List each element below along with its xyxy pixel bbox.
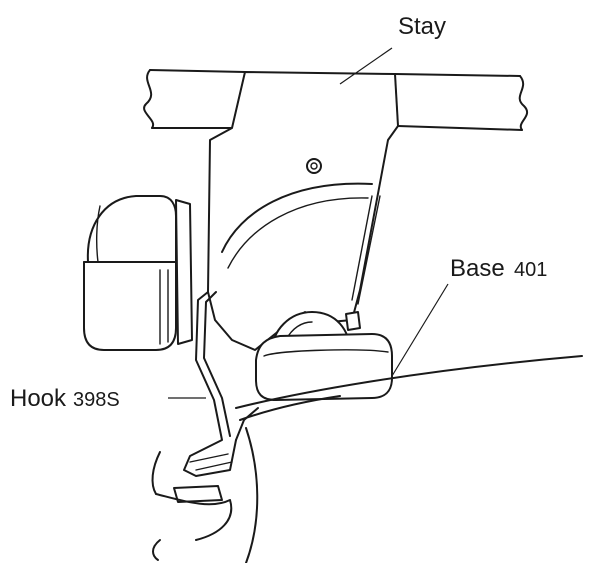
stay-bracket [207, 71, 399, 353]
screw-icon [306, 158, 322, 174]
hook-part-number: 398S [73, 389, 120, 411]
hook [183, 291, 259, 477]
base-label: Base [450, 255, 505, 282]
hook-label: Hook [10, 385, 67, 412]
stay-leader-line [339, 47, 393, 85]
stay-label: Stay [398, 13, 446, 40]
crossbar [143, 69, 529, 131]
window-seal-block [83, 195, 193, 351]
base-part-number: 401 [514, 259, 547, 281]
roof-panel [151, 355, 583, 563]
base-leader-line [391, 283, 449, 377]
